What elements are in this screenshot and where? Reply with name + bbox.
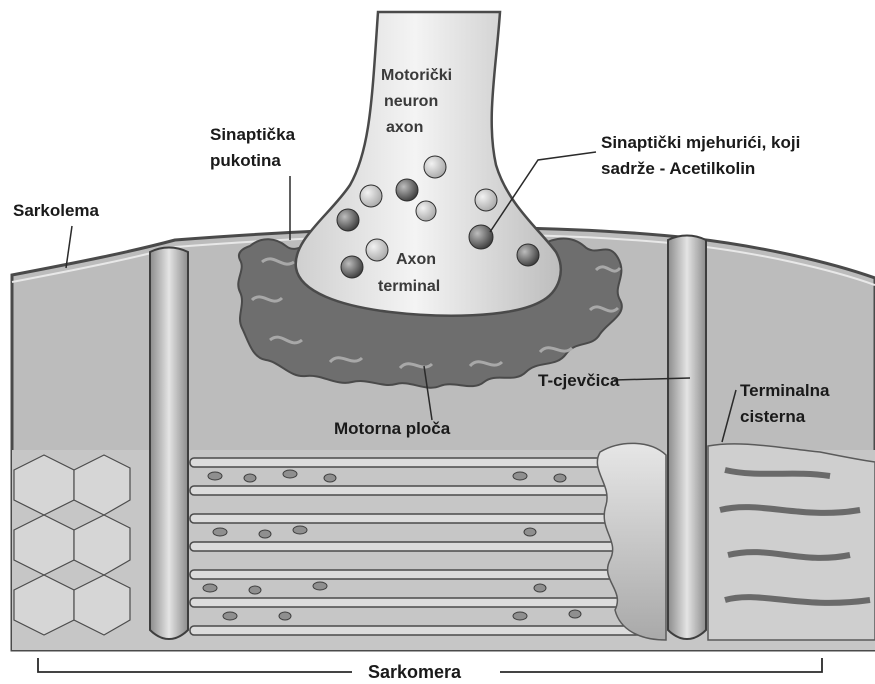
label-terminal-cisterna-line1: Terminalna [740, 381, 830, 400]
t-tubule-right [668, 236, 706, 640]
label-synaptic-cleft-line2: pukotina [210, 151, 281, 170]
label-synaptic-vesicles-line2: sadrže - Acetilkolin [601, 159, 755, 178]
label-synaptic-cleft-line1: Sinaptička [210, 125, 296, 144]
label-terminal-cisterna-line2: cisterna [740, 407, 806, 426]
label-t-tubule: T-cjevčica [538, 371, 620, 390]
myofilament-lattice [14, 455, 130, 635]
label-synaptic-vesicles-line1: Sinaptički mjehurići, koji [601, 133, 800, 152]
leader-sarcolemma [66, 226, 72, 268]
t-tubule-left [150, 248, 188, 640]
label-motor-neuron-line1: Motorički [381, 67, 452, 84]
sarcoplasmic-reticulum [597, 443, 875, 640]
label-motor-neuron-line3: axon [386, 119, 423, 136]
label-sarcomere: Sarkomera [368, 662, 462, 682]
label-axon-terminal-line1: Axon [396, 251, 436, 268]
label-motor-end-plate: Motorna ploča [334, 419, 451, 438]
label-axon-terminal-line2: terminal [378, 278, 440, 295]
label-motor-neuron-line2: neuron [384, 93, 438, 110]
label-sarcolemma: Sarkolema [13, 201, 100, 220]
